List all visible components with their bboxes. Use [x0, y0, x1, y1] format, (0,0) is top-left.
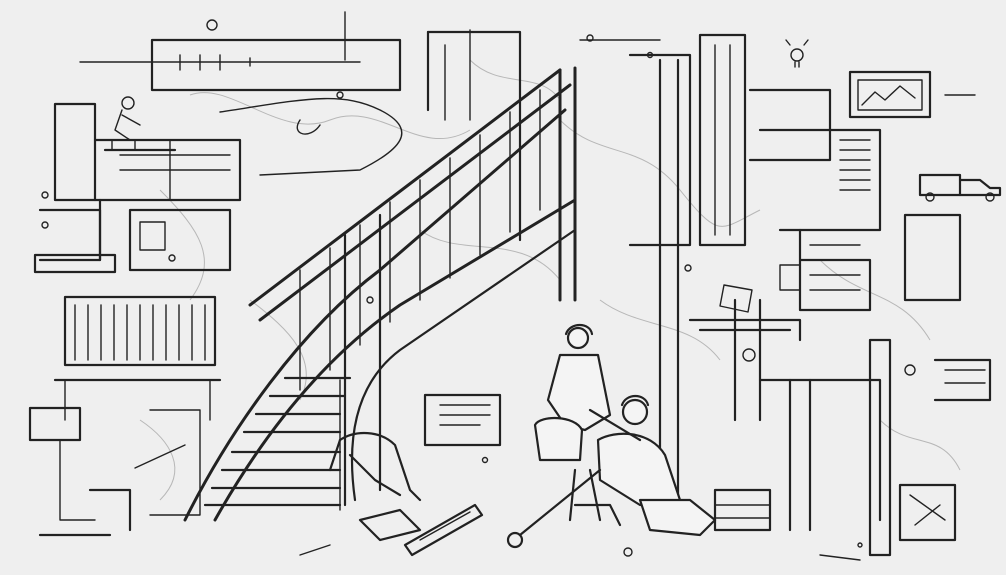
- central-structure: [426, 29, 661, 242]
- bottom-left-props: [28, 406, 201, 537]
- top-left-panel: [79, 11, 403, 176]
- right-building: [628, 33, 992, 557]
- worker-standing: [533, 323, 612, 522]
- background-scribbles: [139, 59, 961, 501]
- person-climbing: [328, 431, 422, 502]
- framed-chart: [848, 70, 976, 119]
- lightbulb-icon: [785, 39, 809, 68]
- floor-items: [299, 503, 861, 561]
- left-structures: [33, 102, 242, 274]
- decorative-dots: [336, 51, 916, 548]
- worker-kneeling: [506, 394, 717, 549]
- staircase: [183, 66, 577, 522]
- striped-cabinet: [53, 295, 222, 421]
- document-sheets: [423, 264, 957, 542]
- person-at-desk: [103, 96, 177, 152]
- truck-icon: [918, 173, 1002, 202]
